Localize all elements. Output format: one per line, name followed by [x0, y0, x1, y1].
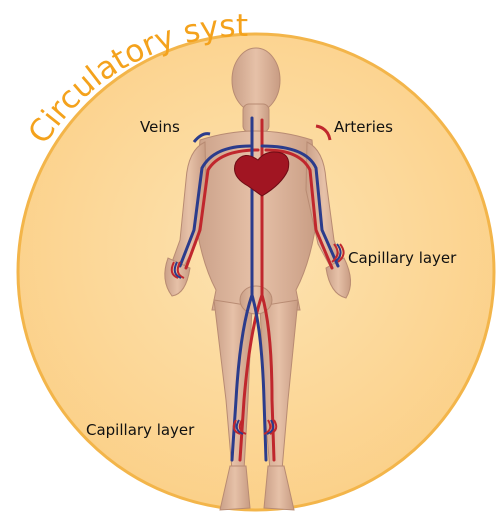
- label-capillary-layer-leg: Capillary layer: [86, 421, 195, 439]
- label-arteries: Arteries: [334, 118, 393, 136]
- label-veins: Veins: [140, 118, 180, 136]
- label-capillary-layer-arm: Capillary layer: [348, 249, 457, 267]
